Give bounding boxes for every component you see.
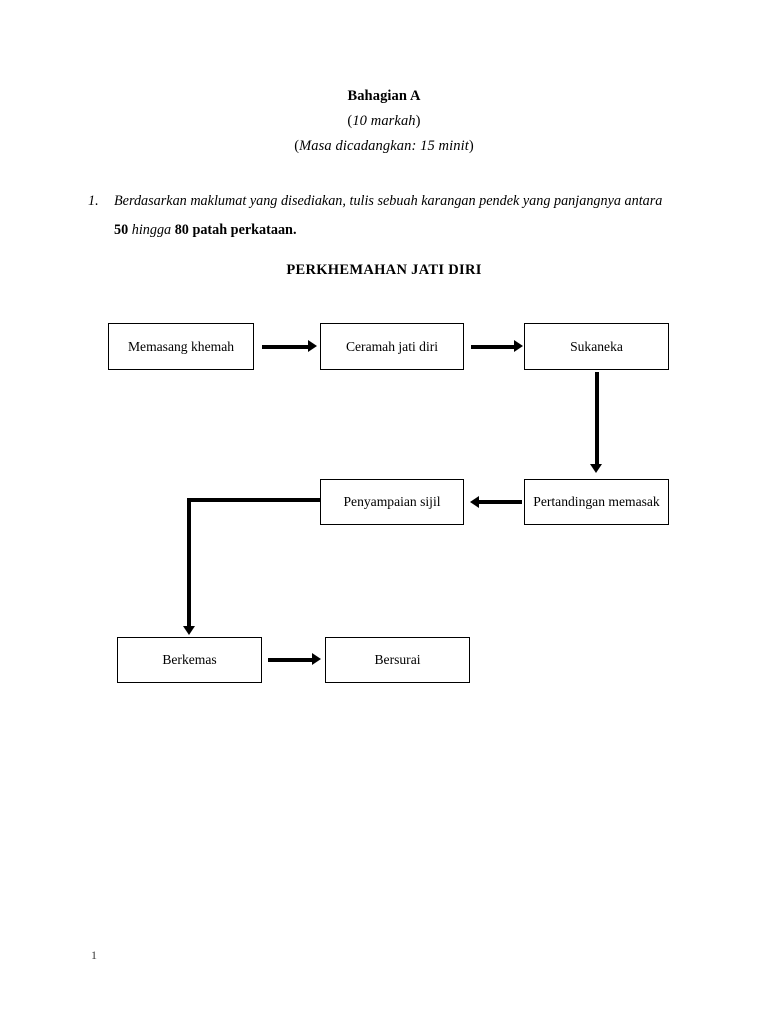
section-title: Bahagian A <box>347 88 421 104</box>
diagram-title: PERKHEMAHAN JATI DIRI <box>286 262 482 278</box>
arrow-pertandingan-to-penyampaian-line <box>478 499 522 505</box>
node-label: Pertandingan memasak <box>533 494 660 509</box>
arrow-sukaneka-to-pertandingan-line <box>594 372 599 468</box>
marks-paren-open: ( <box>347 113 353 129</box>
time-line: (Masa dicadangkan: 15 minit) <box>0 134 768 159</box>
page-number: 1 <box>91 948 97 962</box>
arrow-down-icon <box>182 626 195 635</box>
arrow-down-icon <box>590 464 603 473</box>
arrow-ceramah-to-sukaneka-line <box>471 344 517 349</box>
arrow-left-icon <box>470 495 479 508</box>
flowchart-node-sukaneka: Sukaneka <box>524 323 669 370</box>
question-1: 1. Berdasarkan maklumat yang disediakan,… <box>88 187 678 245</box>
time-paren-open: ( <box>294 138 300 154</box>
flowchart-node-memasang-khemah: Memasang khemah <box>108 323 254 370</box>
arrow-penyampaian-to-berkemas-horizontal <box>187 497 320 502</box>
arrow-berkemas-to-bersurai-line <box>268 657 316 662</box>
flowchart-node-penyampaian-sijil: Penyampaian sijil <box>320 479 464 525</box>
time-value: Masa dicadangkan: 15 minit <box>299 138 469 154</box>
time-paren-close: ) <box>468 138 474 154</box>
flowchart-node-ceramah-jati-diri: Ceramah jati diri <box>320 323 464 370</box>
marks-line: (10 markah) <box>0 109 768 134</box>
question-text-part-2: hingga <box>128 222 175 238</box>
marks-value: 10 markah <box>352 113 416 129</box>
arrow-right-icon <box>308 340 317 353</box>
flowchart-node-bersurai: Bersurai <box>325 637 470 683</box>
node-label: Bersurai <box>374 652 421 667</box>
question-text: Berdasarkan maklumat yang disediakan, tu… <box>114 187 678 245</box>
document-header: Bahagian A (10 markah) (Masa dicadangkan… <box>0 84 768 159</box>
node-label: Berkemas <box>162 652 217 667</box>
node-label: Sukaneka <box>570 338 623 354</box>
node-label: Penyampaian sijil <box>343 494 441 509</box>
flowchart-node-berkemas: Berkemas <box>117 637 262 683</box>
node-label: Memasang khemah <box>127 338 235 354</box>
flowchart-node-pertandingan-memasak: Pertandingan memasak <box>524 479 669 525</box>
question-bold-min-words: 50 <box>114 222 129 238</box>
arrow-memasang-to-ceramah-line <box>262 344 312 349</box>
arrow-penyampaian-to-berkemas-vertical <box>186 497 192 631</box>
node-label: Ceramah jati diri <box>345 338 439 354</box>
marks-paren-close: ) <box>415 113 421 129</box>
arrow-right-icon <box>312 653 321 666</box>
arrow-right-icon <box>514 340 523 353</box>
question-bold-max-words: 80 patah perkataan. <box>174 222 297 238</box>
question-number: 1. <box>88 193 99 209</box>
question-text-part-1: Berdasarkan maklumat yang disediakan, tu… <box>114 193 663 209</box>
